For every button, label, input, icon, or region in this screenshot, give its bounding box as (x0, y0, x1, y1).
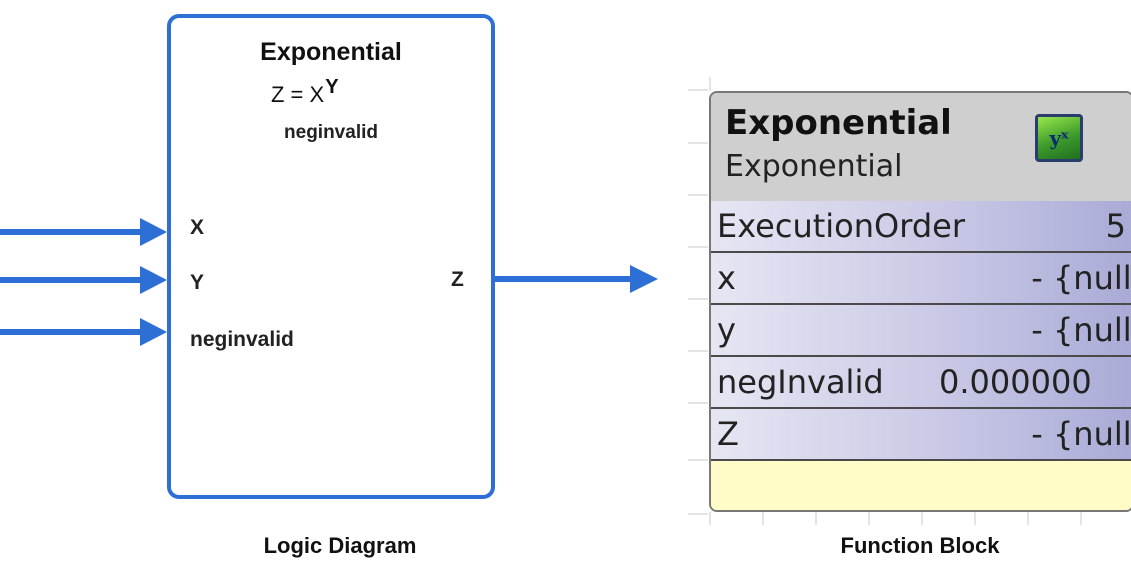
param-row-neginvalid[interactable]: negInvalid 0.000000 (711, 357, 1131, 409)
input-port-x: X (190, 216, 205, 239)
param-row-x[interactable]: x - {null} (711, 253, 1131, 305)
param-value: - {null} (1031, 415, 1131, 453)
function-block-header[interactable]: Exponential Exponential yˣ (711, 93, 1131, 203)
logic-block-subtitle: neginvalid (284, 122, 378, 143)
param-value: - {null} (1031, 311, 1131, 349)
exponential-icon-glyph: yˣ (1049, 126, 1069, 150)
param-label: negInvalid (717, 363, 884, 401)
param-row-y[interactable]: y - {null} (711, 305, 1131, 357)
param-value: 5 (1105, 207, 1126, 245)
function-block-subtitle: Exponential (725, 149, 903, 184)
param-row-z[interactable]: Z - {null} (711, 409, 1131, 461)
param-label: ExecutionOrder (717, 207, 965, 245)
logic-diagram-caption: Logic Diagram (263, 533, 417, 558)
logic-block-formula: Z = XY (271, 76, 339, 108)
output-port-z: Z (451, 268, 464, 291)
function-block-footer (711, 461, 1131, 510)
logic-block-title: Exponential (260, 38, 402, 66)
input-arrowhead-y (140, 266, 167, 294)
function-block-title: Exponential (725, 103, 952, 143)
input-arrowhead-x (140, 218, 167, 246)
function-block-caption: Function Block (840, 533, 1000, 558)
exponential-block-icon: yˣ (1035, 114, 1083, 162)
param-label: x (717, 259, 736, 297)
function-block[interactable]: Exponential Exponential yˣ ExecutionOrde… (709, 91, 1131, 512)
output-arrowhead-z (630, 265, 658, 293)
logic-diagram-block: Exponential Z = XY neginvalid X Y neginv… (167, 14, 495, 499)
param-value: 0.000000 (939, 363, 1092, 401)
input-arrowhead-neginvalid (140, 318, 167, 346)
formula-exponent: Y (325, 76, 339, 98)
param-row-execution-order[interactable]: ExecutionOrder 5 (711, 201, 1131, 253)
input-port-neginvalid: neginvalid (190, 328, 294, 351)
param-value: - {null} (1031, 259, 1131, 297)
param-label: Z (717, 415, 739, 453)
input-port-y: Y (190, 271, 205, 294)
param-label: y (717, 311, 736, 349)
formula-base: Z = X (271, 82, 325, 107)
